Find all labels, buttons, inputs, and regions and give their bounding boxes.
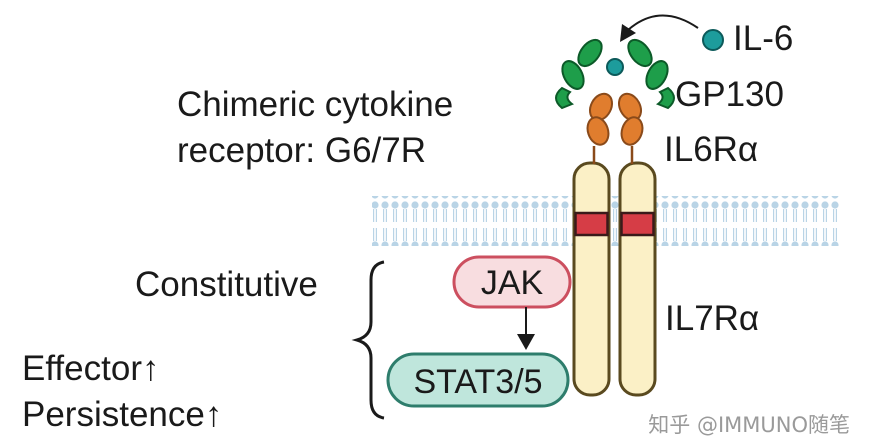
ligand-label: IL-6 [733, 19, 793, 58]
persistence-label: Persistence↑ [22, 395, 222, 434]
il7ra-label: IL7Rα [665, 299, 759, 338]
stat-label: STAT3/5 [413, 363, 542, 401]
gp130-label: GP130 [675, 75, 784, 114]
binding-arrowhead [620, 24, 636, 42]
receptor-label-line2: receptor: G6/7R [177, 131, 426, 170]
il6ra-domain-left [586, 92, 614, 146]
il6ra-domain-right [617, 92, 644, 146]
il6-bound-ligand [606, 58, 624, 76]
binding-arrow [627, 14, 699, 31]
jak-box [452, 255, 572, 309]
receptor-label-line1: Chimeric cytokine [177, 85, 453, 124]
il7ra-chain-left [572, 161, 611, 397]
il6-free-ligand [702, 29, 724, 51]
il6ra-label: IL6Rα [664, 130, 758, 169]
gp130-domain-right [627, 38, 675, 110]
jak-label: JAK [481, 264, 544, 302]
il7ra-chain-right [618, 161, 657, 397]
watermark-text: 知乎 @IMMUNO随笔 [648, 413, 850, 437]
signal-arrowhead [517, 334, 535, 350]
stat-box [386, 352, 570, 408]
constitutive-label: Constitutive [135, 265, 318, 304]
gp130-domain-left [555, 38, 603, 110]
effector-label: Effector↑ [22, 349, 159, 388]
bracket-brace [351, 260, 385, 420]
